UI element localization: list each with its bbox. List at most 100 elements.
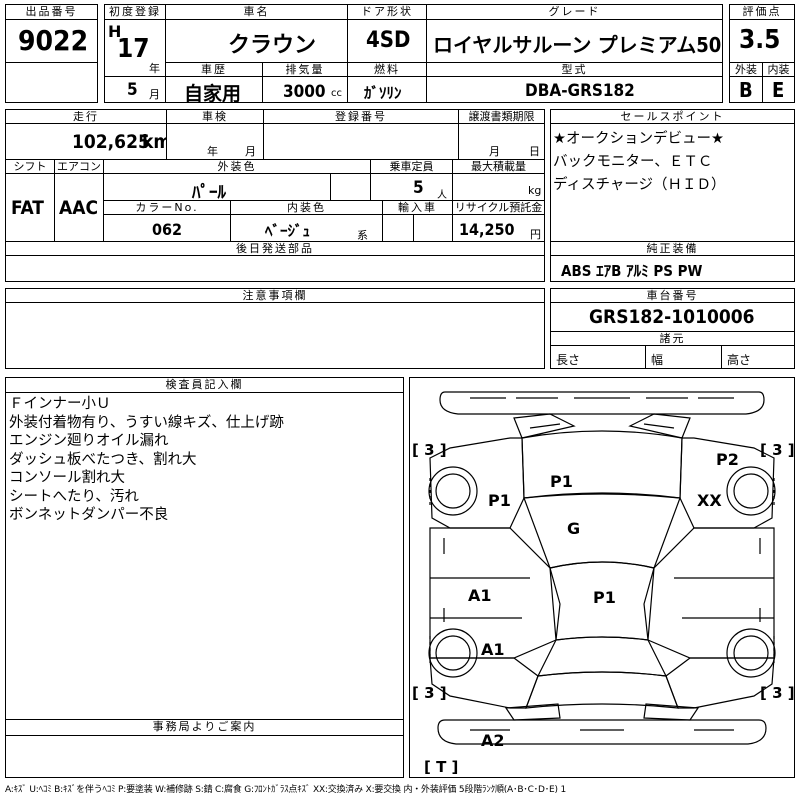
capacity: 5 [413,178,424,198]
car-name: クラウン [228,33,317,58]
mark-rear: A2 [481,731,505,750]
dimensions-header: 諸元 [550,331,795,346]
tire-fr-label: [ 3 ] [760,441,795,459]
inspector-note-line: ダッシュ板べたつき、割れ大 [9,451,197,468]
tire-fr-icon [726,466,776,516]
mark-front-right-top: P2 [716,450,739,469]
inspector-notes: Ｆインナー小Ｕ 外装付着物有り、うすい線キズ、仕上げ跡 エンジン廻りオイル漏れ … [5,392,404,720]
max-load-header: 最大積載量 [452,159,545,174]
history-cell: 自家用 [165,76,263,105]
height-cell: 高さ [721,345,795,369]
tire-fl-icon [428,466,478,516]
lot-no: 9022 [18,24,89,57]
mileage-header: 走行 [5,109,167,124]
capacity-unit: 人 [437,190,447,201]
ext-color: ﾊﾟｰﾙ [192,183,226,203]
cc-unit: cc [331,88,342,99]
width-cell: 幅 [645,345,722,369]
max-load-cell: kg [452,173,545,201]
tire-fl-label: [ 3 ] [412,441,447,459]
options-cell: ABS ｴｱB ｱﾙﾐ PS PW [550,255,795,282]
deadline-header: 譲渡書類期限 [458,109,545,124]
score-header: 評価点 [729,4,795,20]
recycle-header: リサイクル預託金 [452,200,545,215]
int-color-suffix: 系 [357,229,368,242]
aircon: AAC [59,197,99,219]
inspector-header: 検査員記入欄 [5,377,404,393]
chassis-header: 車台番号 [550,288,795,303]
chassis-cell: GRS182-1010006 [550,302,795,332]
trunk-outline [525,671,679,709]
displacement: 3000 [283,82,326,102]
displacement-cell: 3000 cc [262,76,348,103]
mark-front-left: P1 [488,491,511,510]
inspector-note-line: コンソール割れ大 [9,470,125,486]
lot-no-blank [5,62,98,103]
history: 自家用 [184,83,242,105]
kg-unit: kg [528,184,542,197]
right-rear-fender [665,657,775,709]
yen-unit: 円 [530,228,541,241]
length-label: 長さ [556,353,581,367]
tire-rl-icon [428,628,478,678]
deadline-cell: 月 日 [458,123,545,160]
shift-header: シフト [5,159,55,174]
fuel-cell: ｶﾞｿﾘﾝ [347,76,427,103]
km-unit: km [142,131,172,153]
notes-cell [5,302,545,369]
ext-color-header: 外装色 [103,159,371,174]
chassis-no: GRS182-1010006 [589,306,755,328]
tire-rl-label: [ 3 ] [412,684,447,702]
spare-tire-label: [ T ] [424,758,459,776]
inspection-month-unit: 月 [245,145,256,158]
shift-cell: FAT [5,173,55,242]
sales-point-header: セールスポイント [550,109,795,124]
length-cell: 長さ [550,345,646,369]
options: ABS ｴｱB ｱﾙﾐ PS PW [561,262,703,280]
int-color-header: 内装色 [230,200,383,215]
mark-hood: P1 [550,472,573,491]
mark-rear-left: A1 [481,640,505,659]
inspection-cell: 年 月 [166,123,264,160]
grade-cell: ロイヤルサルーン プレミアム50 ED [426,19,755,63]
int-color-cell: ﾍﾞｰｼﾞｭ 系 [230,214,383,242]
first-reg-cell: H 17 年 [104,19,166,77]
ext-color-cell: ﾊﾟｰﾙ [103,173,331,203]
inspector-note-line: 外装付着物有り、うすい線キズ、仕上げ跡 [9,414,284,431]
car-diagram: [ 3 ] [ 3 ] [ 3 ] [ 3 ] [ T ] P1 G P1 P2… [409,377,795,778]
sales-point-line: バックモニター、ＥＴＣ [553,154,713,170]
rear-bumper-outline [437,719,767,745]
notes-header: 注意事項欄 [5,288,545,303]
width-label: 幅 [651,353,664,367]
car-name-cell: クラウン [165,19,348,63]
exterior-grade-cell: B [729,76,763,103]
color-no: 062 [152,220,183,239]
left-rear-fender [429,657,539,709]
color-no-header: カラーNo. [103,200,231,215]
int-color: ﾍﾞｰｼﾞｭ [265,222,311,240]
inspection-header: 車検 [166,109,264,124]
mark-front-right: XX [697,491,722,510]
ext-color-extra [330,173,371,201]
grade: ロイヤルサルーン プレミアム50 ED [433,33,755,57]
year-unit: 年 [149,62,160,75]
tire-rr-label: [ 3 ] [760,684,795,702]
capacity-header: 乗車定員 [370,159,453,174]
tire-rr-icon [726,628,776,678]
reg-month: 5 [127,80,138,100]
inspector-note-line: シートへたり、汚れ [9,488,139,505]
deadline-day-unit: 日 [529,145,540,158]
inspector-note-line: Ｆインナー小Ｕ [9,396,111,412]
model-header: 型式 [426,62,723,77]
options-header: 純正装備 [550,241,795,256]
aircon-header: エアコン [54,159,104,174]
legend: A:ｷｽﾞ U:ﾍｺﾐ B:ｷｽﾞを伴うﾍｺﾐ P:要塗装 W:補修跡 S:錆 … [5,785,566,795]
score-cell: 3.5 [729,19,795,63]
lot-no-header: 出品番号 [5,4,98,20]
mileage: 102,625 [72,131,150,153]
model-cell: DBA-GRS182 [426,76,723,103]
grade-header: グレード [426,4,723,20]
import-header: 輸入車 [382,200,453,215]
hood-outline [521,430,683,499]
import-cell [382,214,453,242]
